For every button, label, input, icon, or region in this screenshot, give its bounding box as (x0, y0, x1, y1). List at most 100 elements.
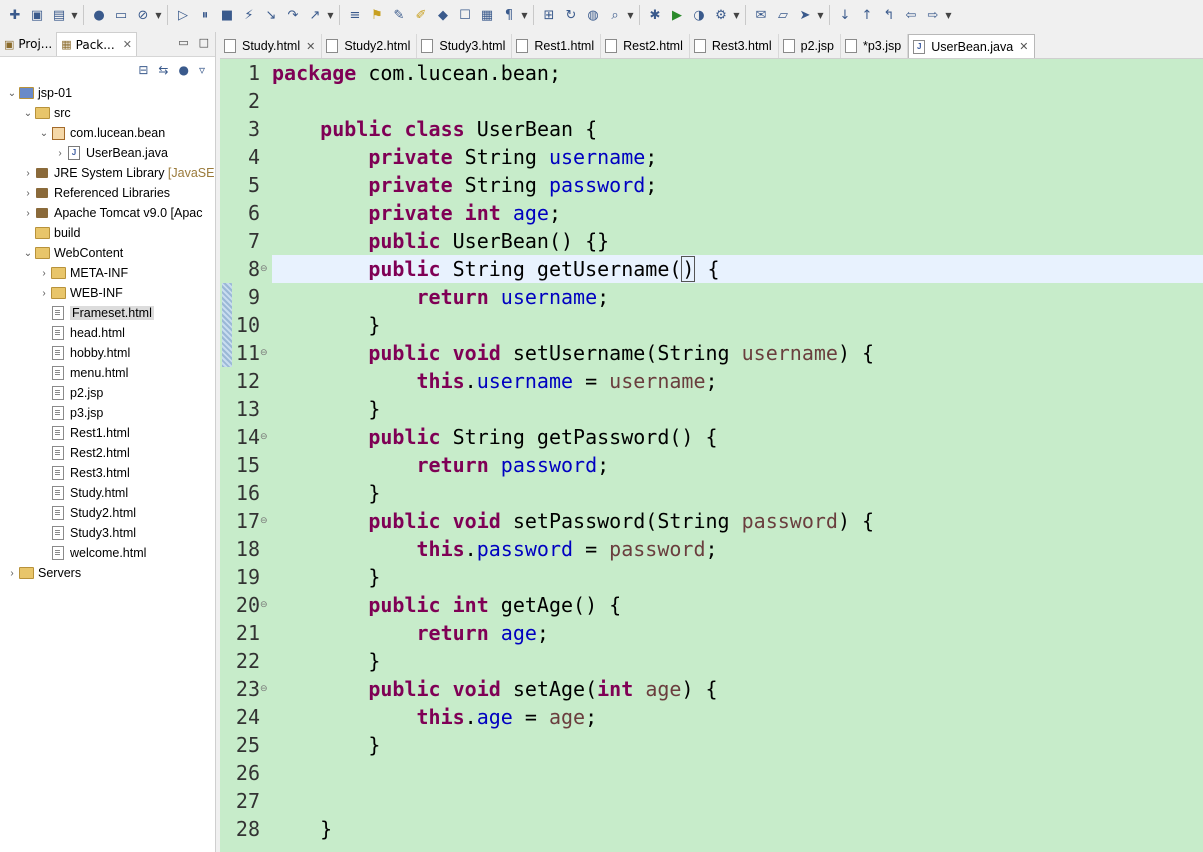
editor-tab[interactable]: Rest3.html (690, 34, 779, 58)
last-edit-icon[interactable]: ↰ (883, 7, 895, 23)
tree-item[interactable]: p3.jsp (0, 403, 215, 423)
code-line[interactable]: 5 private String password; (248, 171, 1203, 199)
editor-tab[interactable]: Study.html✕ (220, 34, 323, 58)
tree-item[interactable]: head.html (0, 323, 215, 343)
code-line[interactable]: 24 this.age = age; (236, 703, 1203, 731)
step-over-icon[interactable]: ↷ (287, 7, 299, 23)
code-line[interactable]: 9 return username; (248, 283, 1203, 311)
chevron-down-icon[interactable]: ⌄ (23, 247, 33, 259)
code-line[interactable]: 12 this.username = username; (236, 367, 1203, 395)
resume-icon[interactable]: ▷ (178, 7, 188, 23)
tree-item[interactable]: menu.html (0, 363, 215, 383)
focus-icon[interactable]: ● (178, 63, 189, 77)
code-line[interactable]: 25 } (236, 731, 1203, 759)
code-line[interactable]: 7 public UserBean() {} (248, 227, 1203, 255)
tree-item[interactable]: ›WEB-INF (0, 283, 215, 303)
new-server-icon[interactable]: ⊞ (543, 7, 555, 23)
search-icon[interactable]: ⌕ (611, 7, 619, 23)
step-return-icon[interactable]: ↗ (309, 7, 321, 23)
dropdown-arrow-icon[interactable]: ▼ (945, 10, 952, 20)
back-icon[interactable]: ⇦ (905, 7, 917, 23)
web-browser-icon[interactable]: ◍ (587, 7, 599, 23)
editor-tab[interactable]: Study3.html (417, 34, 513, 58)
open-project-icon[interactable]: ▱ (778, 7, 788, 23)
save-all-icon[interactable]: ▤ (52, 7, 66, 23)
fold-toggle-icon[interactable]: ⊖ (260, 264, 268, 274)
step-into-icon[interactable]: ↘ (265, 7, 277, 23)
editor-tab[interactable]: Study2.html (322, 34, 418, 58)
code-line[interactable]: 16 } (236, 479, 1203, 507)
tree-item[interactable]: ›Servers (0, 563, 215, 583)
tree-item[interactable]: Rest3.html (0, 463, 215, 483)
code-line[interactable]: 8⊖ public String getUsername() { (248, 255, 1203, 283)
fold-toggle-icon[interactable]: ⊖ (260, 516, 268, 526)
dropdown-arrow-icon[interactable]: ▼ (817, 10, 824, 20)
dropdown-arrow-icon[interactable]: ▼ (155, 10, 162, 20)
dropdown-arrow-icon[interactable]: ▼ (327, 10, 334, 20)
coverage-icon[interactable]: ◑ (693, 7, 705, 23)
chevron-right-icon[interactable]: › (26, 167, 30, 179)
suspend-icon[interactable]: ⏸ (201, 7, 209, 23)
open-task-icon[interactable]: ✉ (755, 7, 767, 23)
dropdown-arrow-icon[interactable]: ▼ (521, 10, 528, 20)
tree-item[interactable]: build (0, 223, 215, 243)
skip-breakpoints-icon[interactable]: ⊘ (137, 7, 149, 23)
tree-item[interactable]: welcome.html (0, 543, 215, 563)
terminate-icon[interactable]: ■ (220, 7, 234, 23)
disconnect-icon[interactable]: ⚡ (244, 7, 254, 23)
link-with-editor-icon[interactable]: ⇆ (158, 63, 169, 77)
tree-item[interactable]: ⌄WebContent (0, 243, 215, 263)
tree-item[interactable]: ⌄src (0, 103, 215, 123)
tree-item[interactable]: p2.jsp (0, 383, 215, 403)
view-menu-icon[interactable]: ▿ (198, 63, 205, 77)
tree-item[interactable]: ⌄jsp-01 (0, 83, 215, 103)
code-line[interactable]: 22 } (236, 647, 1203, 675)
chevron-right-icon[interactable]: › (42, 287, 46, 299)
forward-icon[interactable]: ⇨ (927, 7, 939, 23)
close-icon[interactable]: ✕ (306, 40, 316, 53)
chevron-right-icon[interactable]: › (58, 147, 62, 159)
block-selection-icon[interactable]: ▦ (480, 7, 494, 23)
code-line[interactable]: 28 } (236, 815, 1203, 843)
show-whitespace-icon[interactable]: ¶ (504, 7, 514, 23)
tree-item[interactable]: Study.html (0, 483, 215, 503)
chevron-right-icon[interactable]: › (10, 567, 14, 579)
chevron-right-icon[interactable]: › (26, 207, 30, 219)
tree-item[interactable]: Rest1.html (0, 423, 215, 443)
maximize-icon[interactable]: □ (198, 36, 209, 49)
code-line[interactable]: 20⊖ public int getAge() { (236, 591, 1203, 619)
next-annotation-icon[interactable]: ↓ (839, 7, 851, 23)
run-last-icon[interactable]: ➤ (799, 7, 811, 23)
fold-toggle-icon[interactable]: ⊖ (260, 600, 268, 610)
code-line[interactable]: 6 private int age; (248, 199, 1203, 227)
dropdown-arrow-icon[interactable]: ▼ (733, 10, 740, 20)
chevron-down-icon[interactable]: ⌄ (7, 87, 17, 99)
code-line[interactable]: 18 this.password = password; (236, 535, 1203, 563)
dropdown-arrow-icon[interactable]: ▼ (71, 10, 78, 20)
fold-toggle-icon[interactable]: ⊖ (260, 432, 268, 442)
tab-project-explorer[interactable]: ▣ Proj... (0, 32, 56, 56)
tree-item[interactable]: Study3.html (0, 523, 215, 543)
highlight-icon[interactable]: ✐ (415, 7, 427, 23)
external-tools-icon[interactable]: ⚙ (715, 7, 727, 23)
annotation-icon[interactable]: ✎ (393, 7, 405, 23)
tree-item[interactable]: ›META-INF (0, 263, 215, 283)
tab-package-explorer[interactable]: ▦ Pack... ✕ (56, 32, 137, 56)
run-icon[interactable]: ▶ (672, 7, 682, 23)
debug-icon[interactable]: ✱ (649, 7, 661, 23)
fold-toggle-icon[interactable]: ⊖ (260, 684, 268, 694)
new-icon[interactable]: ✚ (9, 7, 21, 23)
tree-item[interactable]: ›Referenced Libraries (0, 183, 215, 203)
editor-tab[interactable]: Rest2.html (601, 34, 690, 58)
fold-toggle-icon[interactable]: ⊖ (260, 348, 268, 358)
code-line[interactable]: 14⊖ public String getPassword() { (236, 423, 1203, 451)
format-icon[interactable]: ≡ (349, 7, 361, 23)
task-icon[interactable]: ☐ (459, 7, 471, 23)
tree-item[interactable]: ›JRE System Library [JavaSE (0, 163, 215, 183)
code-line[interactable]: 3 public class UserBean { (248, 115, 1203, 143)
tree-item[interactable]: ›Apache Tomcat v9.0 [Apac (0, 203, 215, 223)
